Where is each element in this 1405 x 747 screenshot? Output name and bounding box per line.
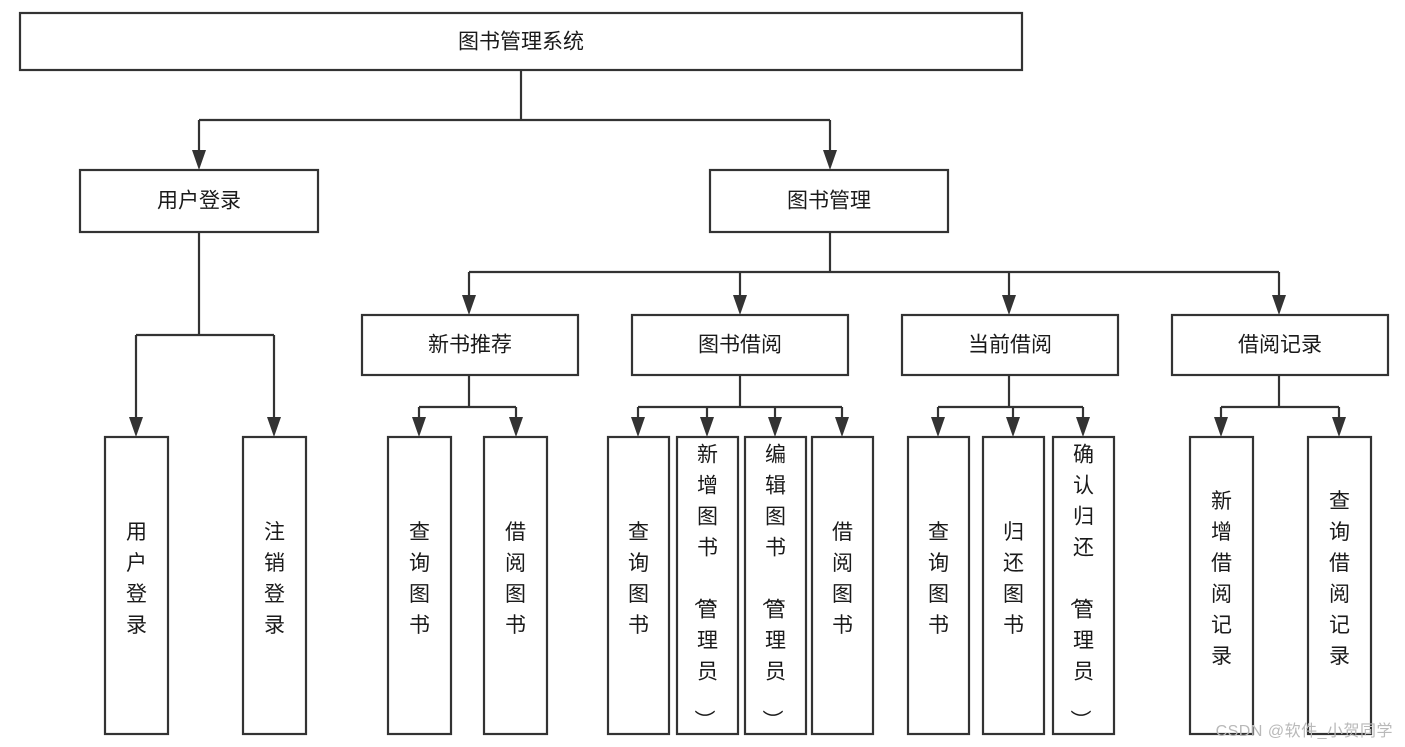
arrow-head-current-borrow: [1002, 295, 1016, 315]
node-book-manage-box[interactable]: [708, 168, 950, 234]
node-current-borrow-box[interactable]: [900, 313, 1120, 377]
node-leaf-borrow-edit-label: 编辑图书（管理员）: [760, 444, 786, 731]
node-book-manage[interactable]: 图书管理: [708, 168, 950, 234]
edge-book-manage-to-level3: [462, 232, 1286, 315]
node-leaf-cur-query-label: 查询图书: [928, 521, 949, 637]
node-leaf-borrow-edit-box[interactable]: [743, 435, 808, 736]
node-leaf-cur-query-box[interactable]: [906, 435, 971, 736]
node-book-manage-label: 图书管理: [787, 190, 871, 213]
edge-root-to-level2: [192, 70, 837, 170]
arrow-head-user-login: [192, 150, 206, 170]
node-leaf-borrow-do-box[interactable]: [810, 435, 875, 736]
node-borrow-record-box[interactable]: [1170, 313, 1390, 377]
node-leaf-user-login[interactable]: 用户登录: [103, 435, 170, 736]
arrow-head-leaf-rec-add: [1214, 417, 1228, 437]
arrow-head-new-book-rec: [462, 295, 476, 315]
node-leaf-rec-query-label: 查询图书: [409, 521, 430, 637]
node-leaf-rec-search[interactable]: 查询借阅记录: [1306, 435, 1373, 736]
node-leaf-rec-search-label: 查询借阅记录: [1329, 490, 1350, 668]
arrow-head-leaf-borrow-add: [700, 417, 714, 437]
node-new-book-rec[interactable]: 新书推荐: [360, 313, 580, 377]
node-leaf-rec-add-label: 新增借阅记录: [1211, 490, 1232, 668]
node-book-borrow-box[interactable]: [630, 313, 850, 377]
node-leaf-borrow-add-label: 新增图书（管理员）: [692, 444, 718, 731]
node-leaf-cur-confirm-label: 确认归还（管理员）: [1068, 444, 1094, 731]
node-book-borrow-label: 图书借阅: [698, 334, 782, 357]
node-leaf-borrow-edit[interactable]: 编辑图书（管理员）: [743, 435, 808, 736]
node-new-book-rec-label: 新书推荐: [428, 334, 512, 357]
node-leaf-borrow-do-label: 借阅图书: [832, 521, 853, 637]
arrow-head-leaf-cur-return: [1006, 417, 1020, 437]
arrow-head-leaf-borrow-do: [835, 417, 849, 437]
arrow-head-leaf-rec-search: [1332, 417, 1346, 437]
arrow-head-leaf-cur-query: [931, 417, 945, 437]
node-leaf-borrow-do[interactable]: 借阅图书: [810, 435, 875, 736]
node-book-borrow[interactable]: 图书借阅: [630, 313, 850, 377]
node-leaf-rec-borrow[interactable]: 借阅图书: [482, 435, 549, 736]
node-leaf-borrow-add-box[interactable]: [675, 435, 740, 736]
node-user-login-box[interactable]: [78, 168, 320, 234]
node-leaf-borrow-add[interactable]: 新增图书（管理员）: [675, 435, 740, 736]
arrow-head-leaf-user-login: [129, 417, 143, 437]
node-leaf-rec-search-box[interactable]: [1306, 435, 1373, 736]
node-leaf-cur-return[interactable]: 归还图书: [981, 435, 1046, 736]
node-leaf-borrow-query-label: 查询图书: [628, 521, 649, 637]
node-borrow-record[interactable]: 借阅记录: [1170, 313, 1390, 377]
node-leaf-rec-add[interactable]: 新增借阅记录: [1188, 435, 1255, 736]
arrow-head-leaf-borrow-edit: [768, 417, 782, 437]
node-leaf-user-logout-box[interactable]: [241, 435, 308, 736]
connector-layer: [129, 70, 1346, 437]
node-leaf-borrow-query-box[interactable]: [606, 435, 671, 736]
leaf-node-layer: 用户登录 注销登录 查询图书 借阅图书 查询图书 新增图书（管理员） 编辑图书（管理员） 借阅…: [103, 435, 1373, 736]
node-user-login[interactable]: 用户登录: [78, 168, 320, 234]
node-current-borrow-label: 当前借阅: [968, 334, 1052, 357]
edge-new-book-rec-to-leaves: [412, 375, 523, 437]
edge-current-borrow-to-leaves: [931, 375, 1090, 437]
node-leaf-cur-confirm[interactable]: 确认归还（管理员）: [1051, 435, 1116, 736]
node-leaf-user-login-label: 用户登录: [126, 521, 147, 637]
node-leaf-borrow-query[interactable]: 查询图书: [606, 435, 671, 736]
arrow-head-borrow-record: [1272, 295, 1286, 315]
node-current-borrow[interactable]: 当前借阅: [900, 313, 1120, 377]
arrow-head-leaf-user-logout: [267, 417, 281, 437]
arrow-head-leaf-borrow-query: [631, 417, 645, 437]
arrow-head-book-borrow: [733, 295, 747, 315]
node-new-book-rec-box[interactable]: [360, 313, 580, 377]
edge-book-borrow-to-leaves: [631, 375, 849, 437]
node-leaf-user-logout-label: 注销登录: [264, 521, 285, 637]
node-leaf-cur-return-box[interactable]: [981, 435, 1046, 736]
arrow-head-leaf-cur-confirm: [1076, 417, 1090, 437]
arrow-head-leaf-rec-borrow: [509, 417, 523, 437]
node-leaf-rec-borrow-label: 借阅图书: [505, 521, 526, 637]
edge-borrow-record-to-leaves: [1214, 375, 1346, 437]
node-leaf-user-login-box[interactable]: [103, 435, 170, 736]
node-root[interactable]: 图书管理系统: [18, 11, 1024, 72]
node-borrow-record-label: 借阅记录: [1238, 334, 1322, 357]
node-leaf-rec-query[interactable]: 查询图书: [386, 435, 453, 736]
node-leaf-rec-query-box[interactable]: [386, 435, 453, 736]
node-leaf-rec-borrow-box[interactable]: [482, 435, 549, 736]
arrow-head-book-manage: [823, 150, 837, 170]
arrow-head-leaf-rec-query: [412, 417, 426, 437]
node-leaf-cur-return-label: 归还图书: [1003, 521, 1024, 637]
node-root-box[interactable]: [18, 11, 1024, 72]
node-leaf-user-logout[interactable]: 注销登录: [241, 435, 308, 736]
edge-user-login-to-leaves: [129, 232, 281, 437]
node-leaf-rec-add-box[interactable]: [1188, 435, 1255, 736]
node-leaf-cur-confirm-box[interactable]: [1051, 435, 1116, 736]
node-leaf-cur-query[interactable]: 查询图书: [906, 435, 971, 736]
node-root-label: 图书管理系统: [458, 31, 584, 54]
node-user-login-label: 用户登录: [157, 190, 241, 213]
